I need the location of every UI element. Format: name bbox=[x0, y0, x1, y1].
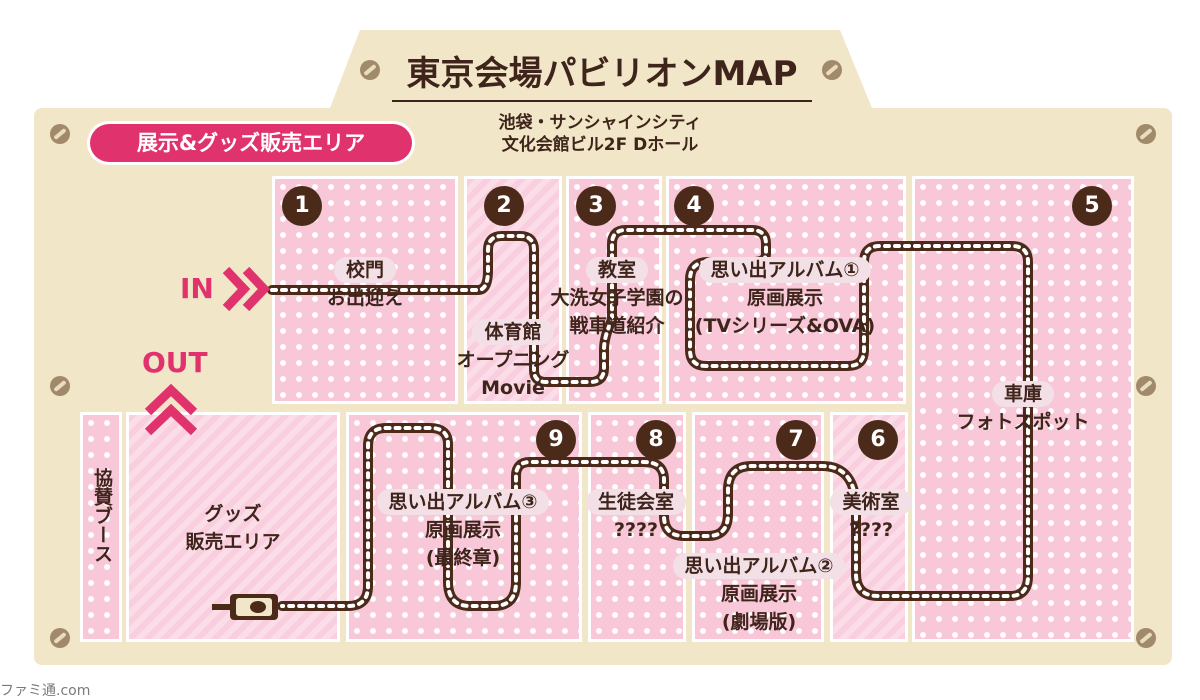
room-4-label: 思い出アルバム① 原画展示 (TVシリーズ&OVA) bbox=[680, 256, 890, 340]
room-5-label: 車庫 フォトスポット bbox=[940, 380, 1106, 436]
room-6-label: 美術室 ???? bbox=[816, 488, 926, 544]
room-5-desc: フォトスポット bbox=[956, 411, 1090, 433]
room-2-name: 体育館 bbox=[472, 319, 554, 345]
tank-icon bbox=[212, 594, 278, 620]
room-8-name: 生徒会室 bbox=[585, 489, 686, 515]
room-3-label: 教室 大洗女子学園の 戦車道紹介 bbox=[534, 256, 700, 340]
venue-line-2: 文化会館ビル2F Dホール bbox=[501, 135, 699, 155]
sponsor-booth-room[interactable] bbox=[80, 412, 122, 642]
watermark-logo: ファミ通.com bbox=[0, 683, 91, 699]
room-number-6: 6 bbox=[858, 420, 898, 460]
room-1-name: 校門 bbox=[333, 257, 396, 283]
room-number-4: 4 bbox=[674, 186, 714, 226]
screw-icon bbox=[1136, 376, 1156, 396]
room-2-desc-2: Movie bbox=[481, 377, 545, 399]
screw-icon bbox=[50, 124, 70, 144]
goods-area-line-1: グッズ bbox=[204, 503, 262, 525]
room-4-name: 思い出アルバム① bbox=[698, 257, 872, 283]
out-arrow-icon bbox=[144, 384, 198, 436]
screw-icon bbox=[1136, 628, 1156, 648]
room-number-2: 2 bbox=[484, 186, 524, 226]
exit-out-label: OUT bbox=[142, 346, 208, 379]
room-2-label: 体育館 オープニング Movie bbox=[448, 318, 578, 402]
room-3-name: 教室 bbox=[585, 257, 648, 283]
screw-icon bbox=[50, 628, 70, 648]
entrance-in-label: IN bbox=[180, 272, 214, 305]
room-7-desc-2: (劇場版) bbox=[721, 611, 797, 633]
room-4-desc-2: (TVシリーズ&OVA) bbox=[694, 315, 876, 337]
room-1-label: 校門 お出迎え bbox=[300, 256, 430, 312]
goods-area-line-2: 販売エリア bbox=[185, 531, 281, 553]
goods-area-label: グッズ 販売エリア bbox=[150, 500, 316, 556]
room-9-desc-1: 原画展示 bbox=[424, 519, 501, 541]
room-9-name: 思い出アルバム③ bbox=[376, 489, 550, 515]
room-7-desc-1: 原画展示 bbox=[720, 583, 797, 605]
screw-icon bbox=[50, 376, 70, 396]
room-6-desc: ???? bbox=[848, 519, 894, 541]
room-8-desc: ???? bbox=[613, 519, 659, 541]
room-7-name: 思い出アルバム② bbox=[672, 553, 846, 579]
room-9-desc-2: (最終章) bbox=[425, 547, 501, 569]
room-number-7: 7 bbox=[776, 420, 816, 460]
room-number-8: 8 bbox=[636, 420, 676, 460]
title-underline bbox=[392, 100, 812, 102]
screw-icon bbox=[360, 60, 380, 80]
room-6-name: 美術室 bbox=[830, 489, 912, 515]
room-2-desc-1: オープニング bbox=[456, 349, 570, 371]
room-number-3: 3 bbox=[576, 186, 616, 226]
room-5-name: 車庫 bbox=[991, 381, 1054, 407]
room-7[interactable] bbox=[692, 412, 824, 642]
room-number-1: 1 bbox=[282, 186, 322, 226]
screw-icon bbox=[822, 60, 842, 80]
venue-line-1: 池袋・サンシャインシティ bbox=[498, 113, 702, 133]
room-number-5: 5 bbox=[1072, 186, 1112, 226]
room-3-desc-2: 戦車道紹介 bbox=[569, 315, 665, 337]
room-7-label: 思い出アルバム② 原画展示 (劇場版) bbox=[664, 552, 854, 636]
sponsor-booth-label: 協賛ブース bbox=[91, 468, 113, 563]
area-badge: 展示&グッズ販売エリア bbox=[90, 124, 412, 162]
venue-label: 池袋・サンシャインシティ 文化会館ビル2F Dホール bbox=[480, 112, 720, 156]
screw-icon bbox=[1136, 124, 1156, 144]
room-4-desc-1: 原画展示 bbox=[746, 287, 823, 309]
room-9-label: 思い出アルバム③ 原画展示 (最終章) bbox=[360, 488, 566, 572]
in-arrow-icon bbox=[222, 266, 271, 312]
room-number-9: 9 bbox=[536, 420, 576, 460]
room-1-desc: お出迎え bbox=[326, 287, 403, 309]
room-3-desc-1: 大洗女子学園の bbox=[550, 287, 684, 309]
room-8-label: 生徒会室 ???? bbox=[580, 488, 692, 544]
page-title: 東京会場パビリオンMAP bbox=[406, 54, 798, 94]
